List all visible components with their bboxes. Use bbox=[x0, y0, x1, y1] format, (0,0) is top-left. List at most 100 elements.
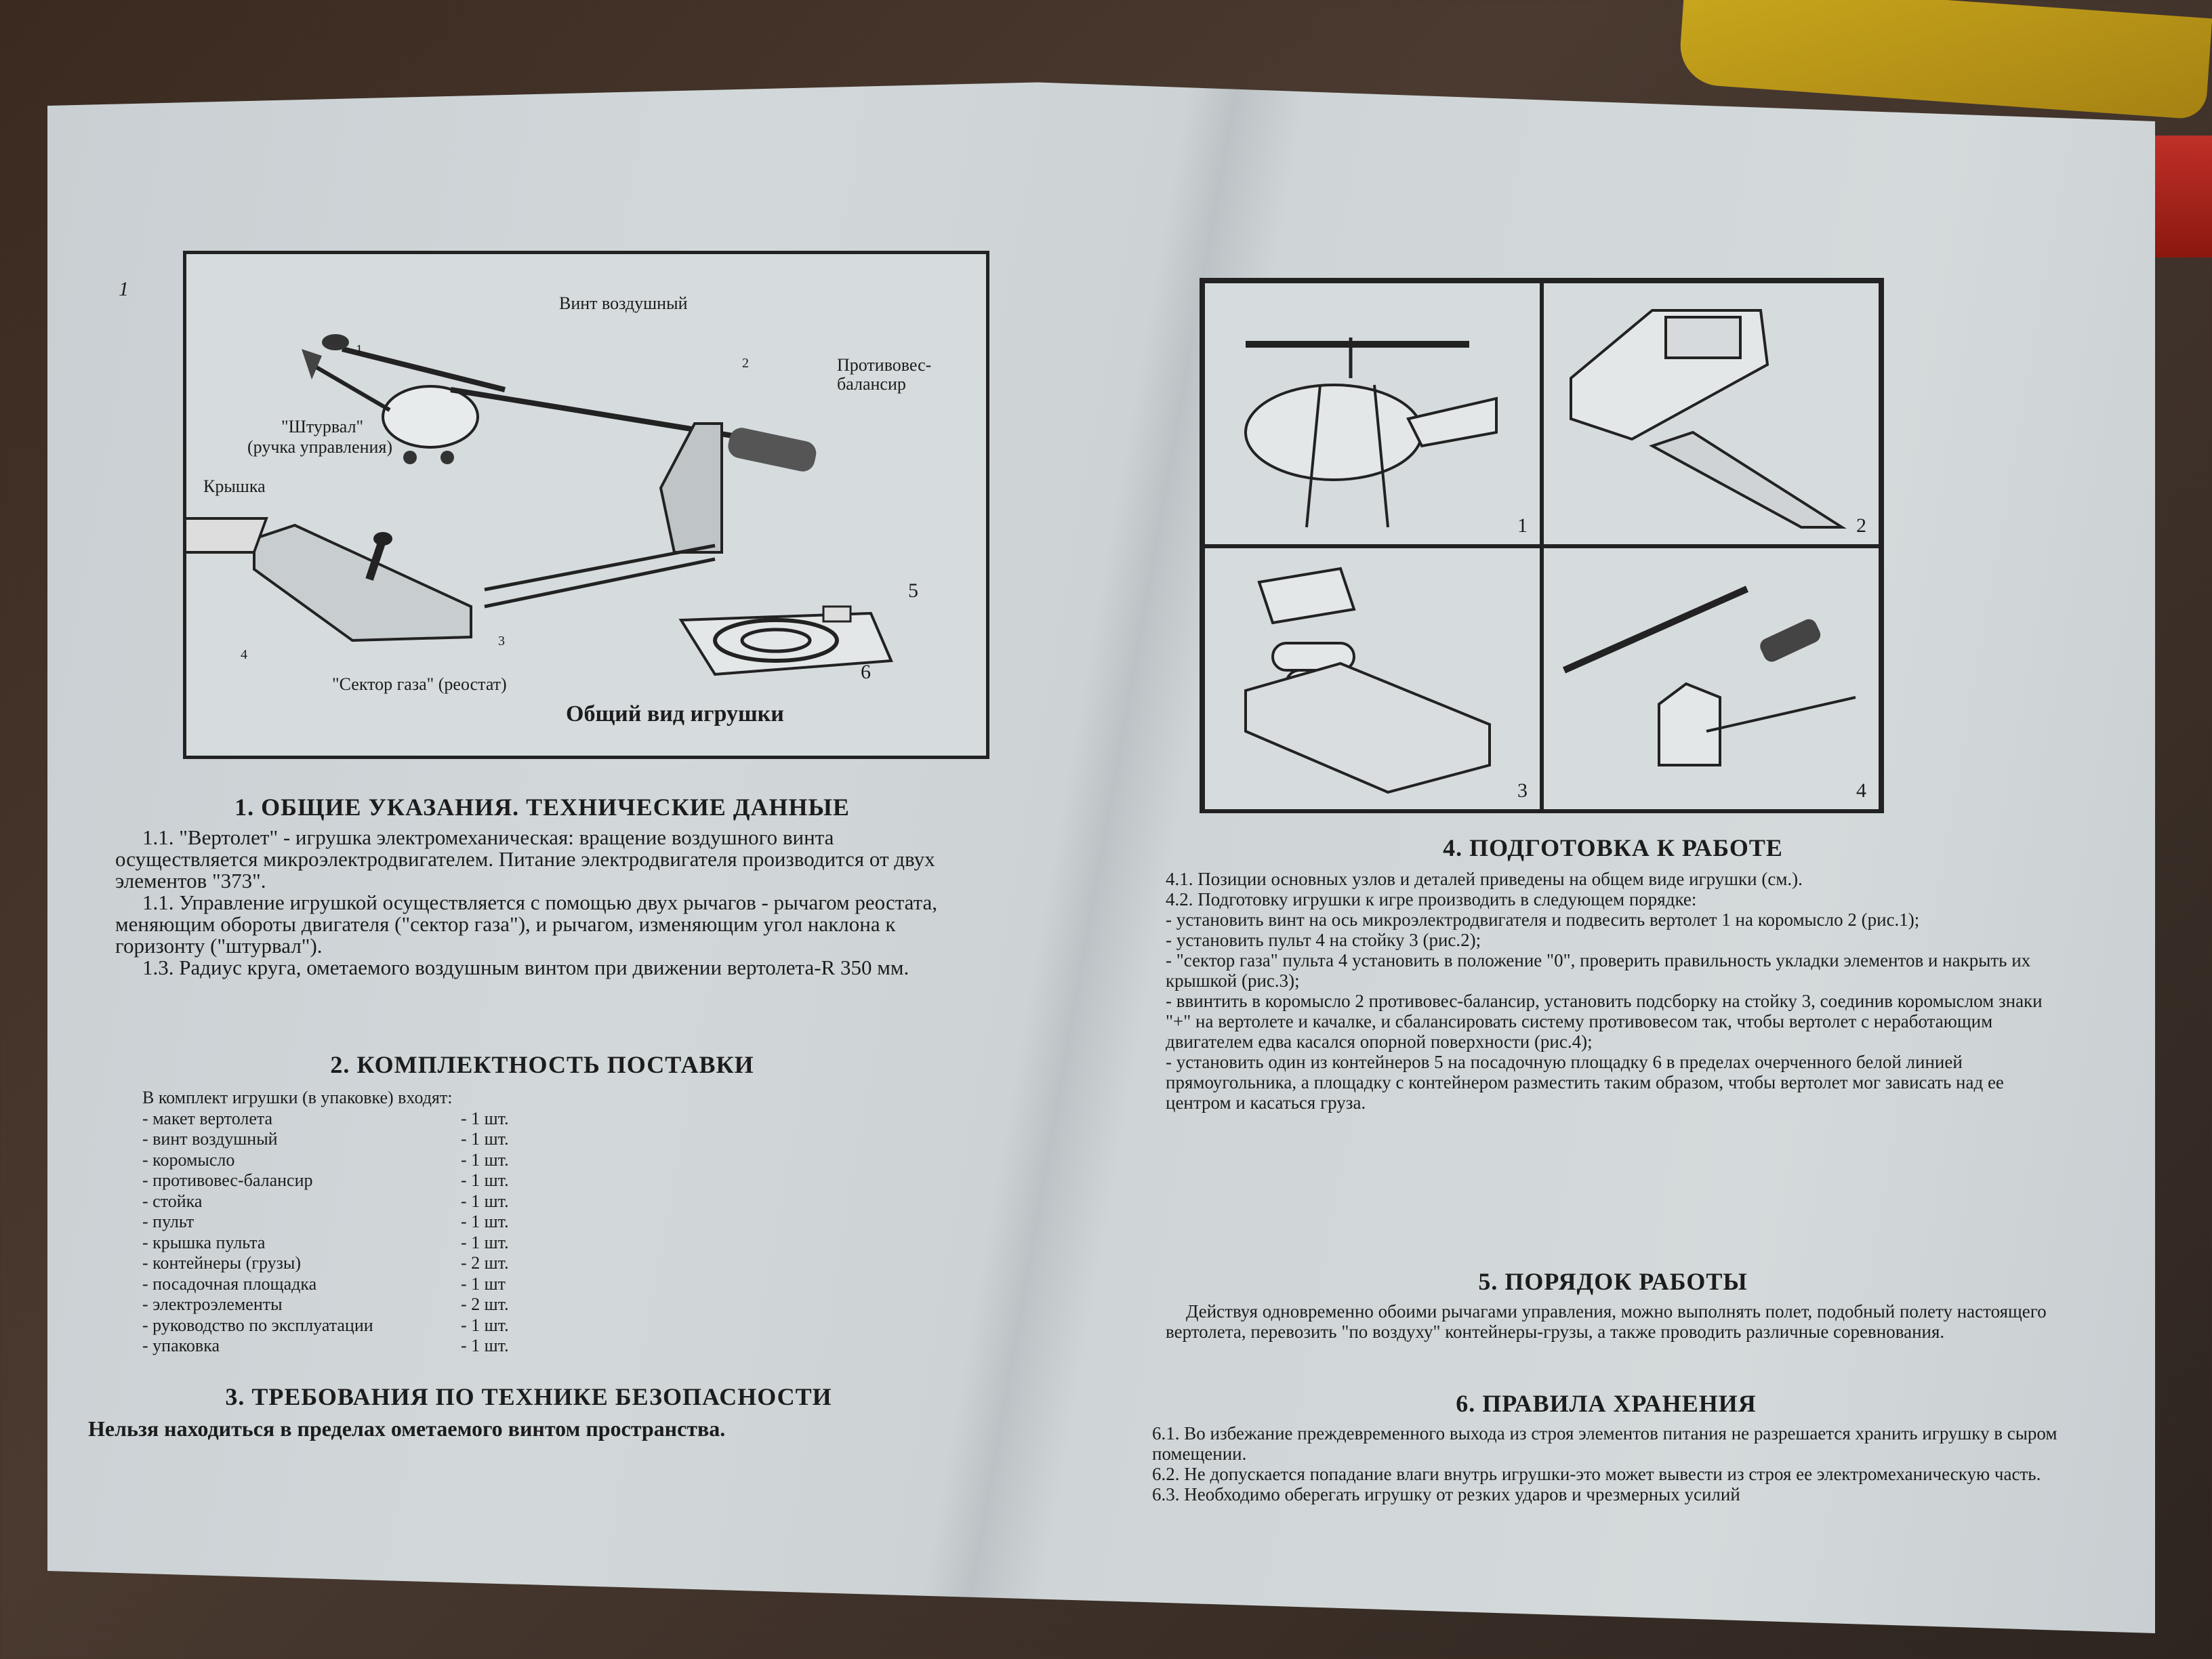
assembly-figure-2: 2 bbox=[1542, 281, 1881, 546]
label-wheel-sub: (ручка управления) bbox=[247, 437, 393, 457]
label-n6: 6 bbox=[861, 661, 871, 683]
kit-item: - винт воздушный - 1 шт. bbox=[142, 1129, 562, 1150]
section-6: 6. ПРАВИЛА ХРАНЕНИЯ 6.1. Во избежание пр… bbox=[1152, 1389, 2060, 1504]
section-3-title: 3. ТРЕБОВАНИЯ ПО ТЕХНИКЕ БЕЗОПАСНОСТИ bbox=[225, 1383, 832, 1410]
section-4-line: - ввинтить в коромысло 2 противовес-бала… bbox=[1166, 991, 2043, 1052]
kit-item-name: - стойка bbox=[142, 1191, 203, 1211]
section-2: 2. КОМПЛЕКТНОСТЬ ПОСТАВКИ bbox=[115, 1050, 969, 1079]
section-6-title: 6. ПРАВИЛА ХРАНЕНИЯ bbox=[1456, 1390, 1757, 1417]
counterweight-drawing bbox=[1562, 586, 1856, 766]
kit-item: - пульт - 1 шт. bbox=[142, 1212, 562, 1233]
kit-item-qty: - 1 шт. bbox=[461, 1232, 509, 1252]
kit-item: - крышка пульта - 1 шт. bbox=[142, 1233, 562, 1254]
section-4-line: - "сектор газа" пульта 4 установить в по… bbox=[1166, 950, 2031, 991]
section-1-title: 1. ОБЩИЕ УКАЗАНИЯ. ТЕХНИЧЕСКИЕ ДАННЫЕ bbox=[234, 794, 850, 821]
kit-item-qty: - 2 шт. bbox=[461, 1253, 509, 1273]
kit-item-qty: - 1 шт. bbox=[461, 1191, 509, 1211]
assembly-figure-1: 1 bbox=[1203, 281, 1542, 546]
kit-item-qty: - 1 шт. bbox=[461, 1170, 509, 1190]
label-n1: 1 bbox=[356, 342, 363, 357]
kit-item-qty: - 2 шт. bbox=[461, 1294, 509, 1314]
kit-item-qty: - 1 шт. bbox=[461, 1149, 509, 1170]
assembly-figure-4: 4 bbox=[1542, 546, 1881, 811]
section-6-line: 6.3. Необходимо оберегать игрушку от рез… bbox=[1152, 1484, 1740, 1504]
section-5-title: 5. ПОРЯДОК РАБОТЫ bbox=[1478, 1268, 1748, 1295]
section-6-line: 6.2. Не допускается попадание влаги внут… bbox=[1152, 1464, 2041, 1484]
kit-item-qty: - 1 шт. bbox=[461, 1108, 509, 1128]
section-4-line: - установить пульт 4 на стойку 3 (рис.2)… bbox=[1166, 930, 1481, 950]
kit-item: - противовес-балансир - 1 шт. bbox=[142, 1170, 562, 1191]
assembly-figure-2-number: 2 bbox=[1856, 514, 1866, 537]
kit-item: - электроэлементы - 2 шт. bbox=[142, 1294, 562, 1315]
label-wheel: "Штурвал" bbox=[281, 417, 364, 436]
assembly-figure-1-number: 1 bbox=[1517, 514, 1528, 537]
kit-item: - упаковка - 1 шт. bbox=[142, 1336, 562, 1357]
general-view-figure: Винт воздушный Противовес- балансир "Шту… bbox=[183, 251, 989, 759]
section-6-line: 6.1. Во избежание преждевременного выход… bbox=[1152, 1423, 2057, 1464]
kit-item-name: - электроэлементы bbox=[142, 1294, 283, 1314]
assembly-figure-3: 3 bbox=[1203, 546, 1542, 811]
kit-item-name: - коромысло bbox=[142, 1149, 235, 1170]
assembly-figure-4-number: 4 bbox=[1856, 779, 1866, 802]
right-page: 1 2 3 bbox=[1125, 83, 2142, 1634]
toy-drawing bbox=[186, 334, 893, 676]
section-4-title: 4. ПОДГОТОВКА К РАБОТЕ bbox=[1443, 834, 1783, 861]
section-3-p1: Нельзя находиться в пределах ометаемого … bbox=[88, 1416, 726, 1441]
section-5: 5. ПОРЯДОК РАБОТЫ Действуя одновременно … bbox=[1166, 1267, 2060, 1342]
section-2-title: 2. КОМПЛЕКТНОСТЬ ПОСТАВКИ bbox=[330, 1051, 754, 1078]
kit-item: - коромысло - 1 шт. bbox=[142, 1150, 562, 1171]
label-n2: 2 bbox=[742, 356, 749, 371]
section-1-p1: 1.1. "Вертолет" - игрушка электромеханич… bbox=[115, 825, 935, 893]
battery-drawing bbox=[1244, 567, 1491, 794]
section-1-p2: 1.1. Управление игрушкой осуществляется … bbox=[115, 890, 938, 958]
assembly-figure-3-number: 3 bbox=[1517, 779, 1528, 802]
left-page: 1 bbox=[47, 83, 1098, 1634]
section-4-line: - установить винт на ось микроэлектродви… bbox=[1166, 909, 1920, 930]
label-counterweight: Противовес- балансир bbox=[837, 355, 932, 394]
assembly-figures: 1 2 3 bbox=[1200, 278, 1884, 813]
kit-item-name: - контейнеры (грузы) bbox=[142, 1253, 301, 1273]
label-n5: 5 bbox=[908, 579, 918, 602]
label-lid: Крышка bbox=[203, 476, 266, 496]
kit-item-name: - руководство по эксплуатации bbox=[142, 1315, 373, 1335]
kit-item: - посадочная площадка - 1 шт bbox=[142, 1274, 562, 1295]
label-n4: 4 bbox=[241, 647, 247, 662]
kit-item-name: - винт воздушный bbox=[142, 1129, 278, 1149]
kit-item: - контейнеры (грузы) - 2 шт. bbox=[142, 1253, 562, 1274]
figure-caption: Общий вид игрушки bbox=[566, 701, 784, 726]
kit-item: - руководство по эксплуатации - 1 шт. bbox=[142, 1315, 562, 1336]
kit-item-qty: - 1 шт. bbox=[461, 1129, 509, 1149]
kit-item-name: - противовес-балансир bbox=[142, 1170, 313, 1190]
section-4-line: 4.2. Подготовку игрушки к игре производи… bbox=[1166, 889, 1697, 909]
kit-item-qty: - 1 шт bbox=[461, 1273, 506, 1294]
kit-list: В комплект игрушки (в упаковке) входят: … bbox=[142, 1088, 562, 1357]
section-1: 1. ОБЩИЕ УКАЗАНИЯ. ТЕХНИЧЕСКИЕ ДАННЫЕ 1.… bbox=[115, 793, 969, 979]
kit-item-qty: - 1 шт. bbox=[461, 1336, 509, 1355]
instruction-sheet: 1 bbox=[47, 82, 2155, 1634]
kit-item-qty: - 1 шт. bbox=[461, 1212, 509, 1231]
section-3: 3. ТРЕБОВАНИЯ ПО ТЕХНИКЕ БЕЗОПАСНОСТИ Не… bbox=[88, 1382, 969, 1439]
kit-item-qty: - 1 шт. bbox=[461, 1315, 509, 1335]
section-1-p3: 1.3. Радиус круга, ометаемого воздушным … bbox=[142, 956, 909, 979]
page-mark: 1 bbox=[119, 278, 129, 300]
kit-item-name: - пульт bbox=[142, 1212, 194, 1231]
section-5-p1: Действуя одновременно обоими рычагами уп… bbox=[1166, 1301, 2047, 1342]
section-4-line: - установить один из контейнеров 5 на по… bbox=[1166, 1052, 2004, 1113]
section-4: 4. ПОДГОТОВКА К РАБОТЕ 4.1. Позиции осно… bbox=[1166, 834, 2060, 1113]
kit-item-name: - упаковка bbox=[142, 1336, 220, 1355]
kit-intro: В комплект игрушки (в упаковке) входят: bbox=[142, 1088, 453, 1107]
kit-item-name: - макет вертолета bbox=[142, 1108, 273, 1128]
helicopter-drawing bbox=[1244, 337, 1498, 528]
kit-item-name: - крышка пульта bbox=[142, 1232, 266, 1252]
label-throttle: "Сектор газа" (реостат) bbox=[332, 674, 507, 694]
kit-rows: - макет вертолета- 1 шт.- винт воздушный… bbox=[142, 1109, 562, 1357]
section-4-body: 4.1. Позиции основных узлов и деталей пр… bbox=[1166, 869, 2060, 1113]
section-4-line: 4.1. Позиции основных узлов и деталей пр… bbox=[1166, 869, 1803, 889]
kit-item: - макет вертолета - 1 шт. bbox=[142, 1109, 562, 1130]
control-box-drawing bbox=[1570, 309, 1847, 529]
label-propeller: Винт воздушный bbox=[559, 293, 688, 313]
kit-item-name: - посадочная площадка bbox=[142, 1273, 317, 1294]
section-6-body: 6.1. Во избежание преждевременного выход… bbox=[1152, 1423, 2060, 1504]
label-n3: 3 bbox=[498, 634, 505, 649]
kit-item: - стойка - 1 шт. bbox=[142, 1191, 562, 1212]
